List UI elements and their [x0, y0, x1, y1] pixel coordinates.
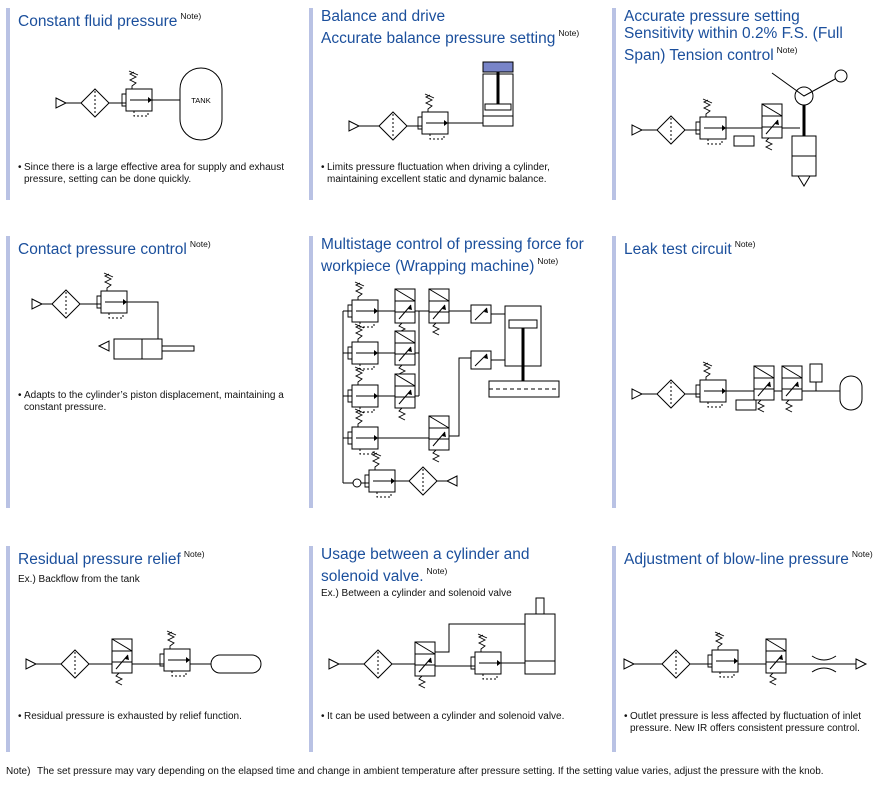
cell-accent-bar: [6, 546, 10, 752]
example-label: Ex.) Between a cylinder and solenoid val…: [321, 588, 512, 599]
application-cell-multistage-control: Multistage control of pressing force for…: [309, 236, 592, 508]
cell-accent-bar: [612, 546, 616, 752]
cell-title: Multistage control of pressing force for…: [321, 236, 584, 275]
footnote-text: The set pressure may vary depending on t…: [37, 766, 824, 777]
circuit-diagram: [348, 61, 514, 141]
circuit-diagram: [31, 272, 195, 360]
cell-accent-bar: [309, 236, 313, 508]
cell-description: •Since there is a large effective area f…: [18, 162, 284, 185]
circuit-diagram: [631, 361, 863, 413]
cell-accent-bar: [612, 8, 616, 200]
cell-description: •It can be used between a cylinder and s…: [321, 711, 565, 722]
cell-description: •Residual pressure is exhausted by relie…: [18, 711, 242, 722]
cell-accent-bar: [6, 8, 10, 200]
circuit-diagram: [631, 69, 848, 187]
circuit-diagram: [623, 631, 868, 686]
tank-label: TANK: [191, 96, 210, 105]
circuit-diagram: TANK: [55, 67, 223, 141]
circuit-diagram: [342, 281, 560, 498]
circuit-diagram: [328, 597, 556, 689]
cell-description: •Outlet pressure is less affected by flu…: [624, 711, 862, 734]
footnote-label: Note): [6, 766, 31, 777]
cell-accent-bar: [612, 236, 616, 508]
cell-accent-bar: [309, 546, 313, 752]
footnote: Note) The set pressure may vary dependin…: [6, 766, 878, 778]
cell-accent-bar: [309, 8, 313, 200]
cell-description: •Adapts to the cylinder’s piston displac…: [18, 390, 284, 413]
example-label: Ex.) Backflow from the tank: [18, 574, 140, 585]
cell-description: •Limits pressure fluctuation when drivin…: [321, 162, 550, 185]
circuit-diagram: [25, 630, 262, 686]
cell-accent-bar: [6, 236, 10, 508]
